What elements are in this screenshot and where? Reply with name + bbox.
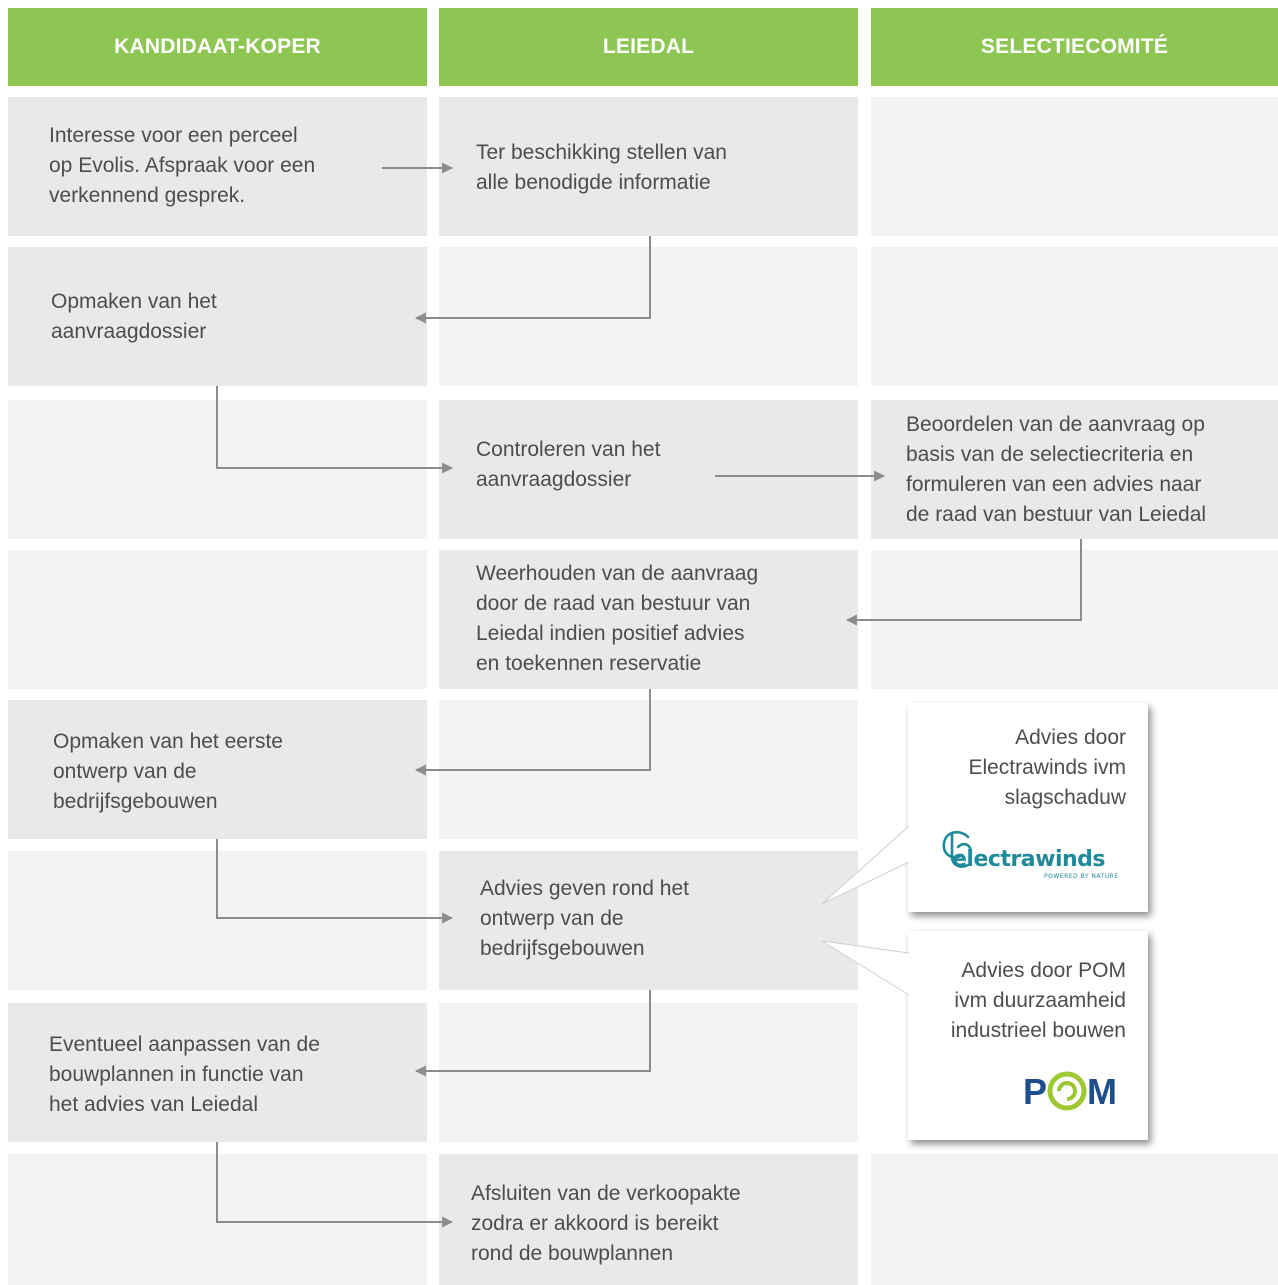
callout-electrawinds: Advies door Electrawinds ivm slagschaduw… xyxy=(908,703,1148,912)
electrawinds-logo-tagline: POWERED BY NATURE xyxy=(1044,873,1119,880)
arrow-informatie-to-opmaken xyxy=(414,236,651,324)
pom-spiral-icon xyxy=(1047,1071,1087,1111)
callout-electrawinds-text: Advies door Electrawinds ivm slagschaduw xyxy=(968,726,1126,809)
cell-r3-selectiecomite xyxy=(871,400,1278,539)
cell-r2-koper xyxy=(8,247,427,386)
cell-r8-leiedal xyxy=(439,1154,858,1285)
cell-r5-koper xyxy=(8,700,427,839)
cell-r1-koper xyxy=(8,97,427,236)
arrow-aanpassen-to-afsluiten xyxy=(216,1142,454,1228)
header-kandidaat-koper: KANDIDAAT-KOPER xyxy=(8,8,427,86)
cell-r1-leiedal xyxy=(439,97,858,236)
cell-r4-leiedal xyxy=(439,550,858,689)
cell-r7-koper xyxy=(8,1003,427,1142)
callout-pom-text: Advies door POM ivm duurzaamheid industr… xyxy=(950,959,1126,1042)
cell-r6-leiedal xyxy=(439,851,858,990)
pom-logo-m: M xyxy=(1087,1071,1117,1112)
arrow-advies-to-aanpassen xyxy=(414,990,651,1077)
arrow-beoordelen-to-weerhouden xyxy=(845,539,1082,626)
pom-logo: P M xyxy=(1023,1069,1133,1113)
cell-r2-leiedal xyxy=(439,247,858,386)
header-selectiecomite: SELECTIECOMITÉ xyxy=(871,8,1278,86)
header-leiedal: LEIEDAL xyxy=(439,8,858,86)
arrow-opmaken-to-controleren xyxy=(216,386,454,474)
pom-logo-p: P xyxy=(1023,1071,1048,1112)
callout-pom: Advies door POM ivm duurzaamheid industr… xyxy=(908,931,1148,1140)
cell-r2-selectiecomite xyxy=(871,247,1278,386)
electrawinds-swirl-icon xyxy=(942,830,972,868)
arrow-weerhouden-to-ontwerp xyxy=(414,689,651,776)
cell-r1-selectiecomite xyxy=(871,97,1278,236)
electrawinds-logo: electrawinds POWERED BY NATURE xyxy=(938,827,1138,891)
cell-r7-leiedal xyxy=(439,1003,858,1142)
electrawinds-logo-text: electrawinds xyxy=(952,847,1106,872)
cell-r4-koper xyxy=(8,550,427,689)
cell-r8-selectiecomite xyxy=(871,1154,1278,1285)
arrow-ontwerp-to-advies xyxy=(216,839,454,924)
cell-r3-leiedal xyxy=(439,400,858,539)
